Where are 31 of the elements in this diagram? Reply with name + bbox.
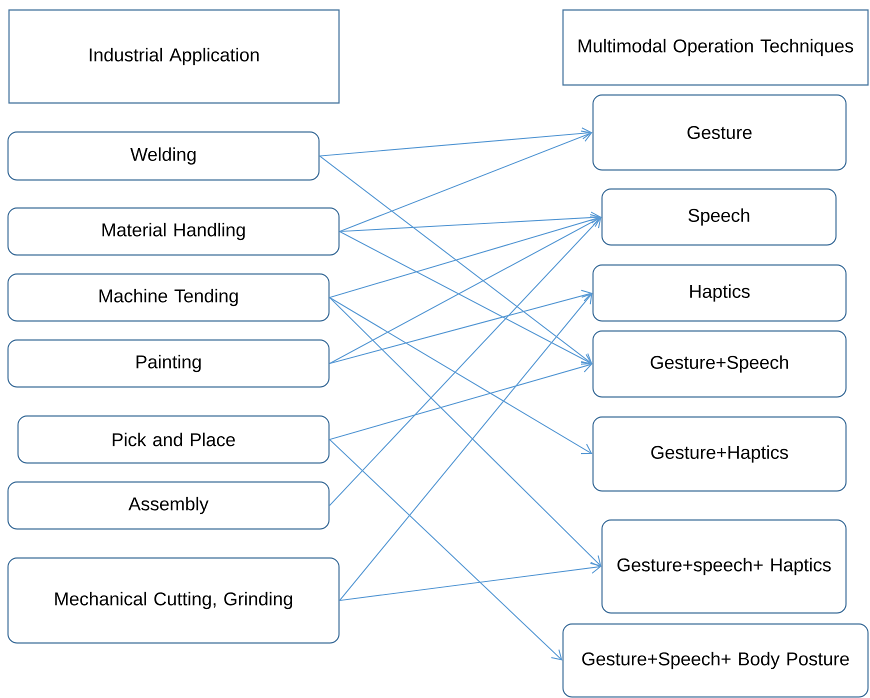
header-box: Multimodal Operation Techniques — [562, 9, 869, 86]
arrow — [329, 290, 592, 364]
arrow — [329, 360, 592, 440]
arrow — [339, 130, 592, 232]
rounded-box: Gesture — [592, 94, 847, 171]
arrow — [319, 156, 592, 364]
rounded-box: Gesture+Speech+ Body Posture — [562, 623, 869, 698]
arrow — [320, 127, 592, 157]
arrow — [329, 297, 592, 454]
rounded-box: Machine Tending — [7, 273, 330, 322]
arrow — [329, 216, 602, 364]
rounded-box: Painting — [7, 339, 330, 388]
header-box: Industrial Application — [8, 9, 340, 104]
rounded-box: Gesture+Haptics — [592, 416, 847, 492]
arrow — [329, 439, 562, 660]
arrow — [329, 214, 602, 298]
rounded-box: Pick and Place — [17, 415, 330, 464]
arrow — [329, 297, 602, 566]
rounded-box: Welding — [7, 131, 320, 181]
arrow — [329, 217, 602, 506]
arrow — [339, 293, 592, 601]
rounded-box: Material Handling — [7, 207, 340, 256]
rounded-box: Haptics — [592, 264, 847, 322]
rounded-box: Gesture+speech+ Haptics — [601, 519, 847, 614]
arrow — [340, 212, 602, 232]
arrow — [340, 562, 602, 602]
arrow — [339, 231, 592, 365]
rounded-box: Speech — [601, 188, 837, 246]
rounded-box: Mechanical Cutting, Grinding — [7, 557, 340, 644]
rounded-box: Gesture+Speech — [592, 330, 847, 398]
rounded-box: Assembly — [7, 481, 330, 530]
